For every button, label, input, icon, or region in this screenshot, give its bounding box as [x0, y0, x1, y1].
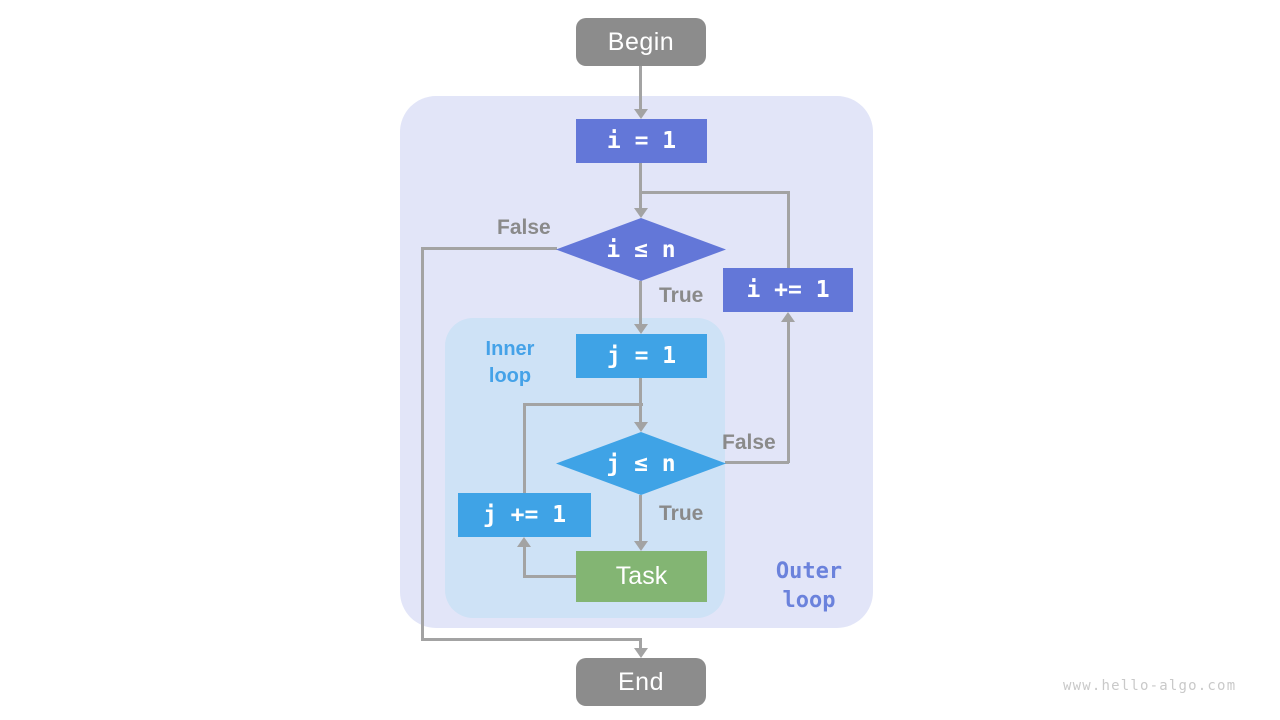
arrowhead-into-init-i-icon — [634, 109, 648, 119]
node-init-j: j = 1 — [576, 334, 707, 378]
label-cond-j-false: False — [722, 431, 776, 454]
label-outer-loop: Outer loop — [775, 559, 843, 613]
edge-task-to-inc-j-side — [523, 547, 526, 578]
arrowhead-into-task-icon — [634, 541, 648, 551]
edge-init-j-to-cond-j — [639, 378, 642, 422]
edge-cond-j-true-to-task — [639, 495, 642, 542]
edge-inc-j-return-side — [523, 403, 526, 493]
edge-inc-j-return-top — [523, 403, 643, 406]
node-begin: Begin — [576, 18, 706, 66]
node-init-i: i = 1 — [576, 119, 707, 163]
node-inc-i: i += 1 — [723, 268, 853, 312]
edge-begin-to-init-i — [639, 66, 642, 110]
arrowhead-into-end-icon — [634, 648, 648, 658]
label-cond-i-false: False — [497, 216, 551, 239]
arrowhead-into-cond-j-icon — [634, 422, 648, 432]
edge-into-end — [639, 638, 642, 649]
node-end: End — [576, 658, 706, 706]
edge-cond-j-false-out — [725, 461, 789, 464]
edge-init-i-to-cond-i — [639, 163, 642, 209]
label-cond-j-true: True — [659, 502, 704, 525]
edge-cond-i-false-out — [421, 247, 557, 250]
arrowhead-into-inc-i-icon — [781, 312, 795, 322]
edge-cond-j-false-side — [787, 322, 790, 463]
watermark-url: www.hello-algo.com — [1063, 678, 1237, 694]
edge-inc-i-return-side — [787, 191, 790, 268]
node-inc-j: j += 1 — [458, 493, 591, 537]
arrowhead-into-inc-j-icon — [517, 537, 531, 547]
edge-cond-i-false-bottom — [421, 638, 642, 641]
arrowhead-into-init-j-icon — [634, 324, 648, 334]
edge-task-to-inc-j-out — [523, 575, 578, 578]
arrowhead-into-cond-i-icon — [634, 208, 648, 218]
label-cond-i-true: True — [659, 284, 704, 307]
edge-cond-i-true-to-init-j — [639, 281, 642, 325]
node-task: Task — [576, 551, 707, 602]
edge-cond-i-false-side — [421, 247, 424, 641]
label-inner-loop: Inner loop — [485, 338, 535, 387]
edge-inc-i-return-top — [639, 191, 789, 194]
